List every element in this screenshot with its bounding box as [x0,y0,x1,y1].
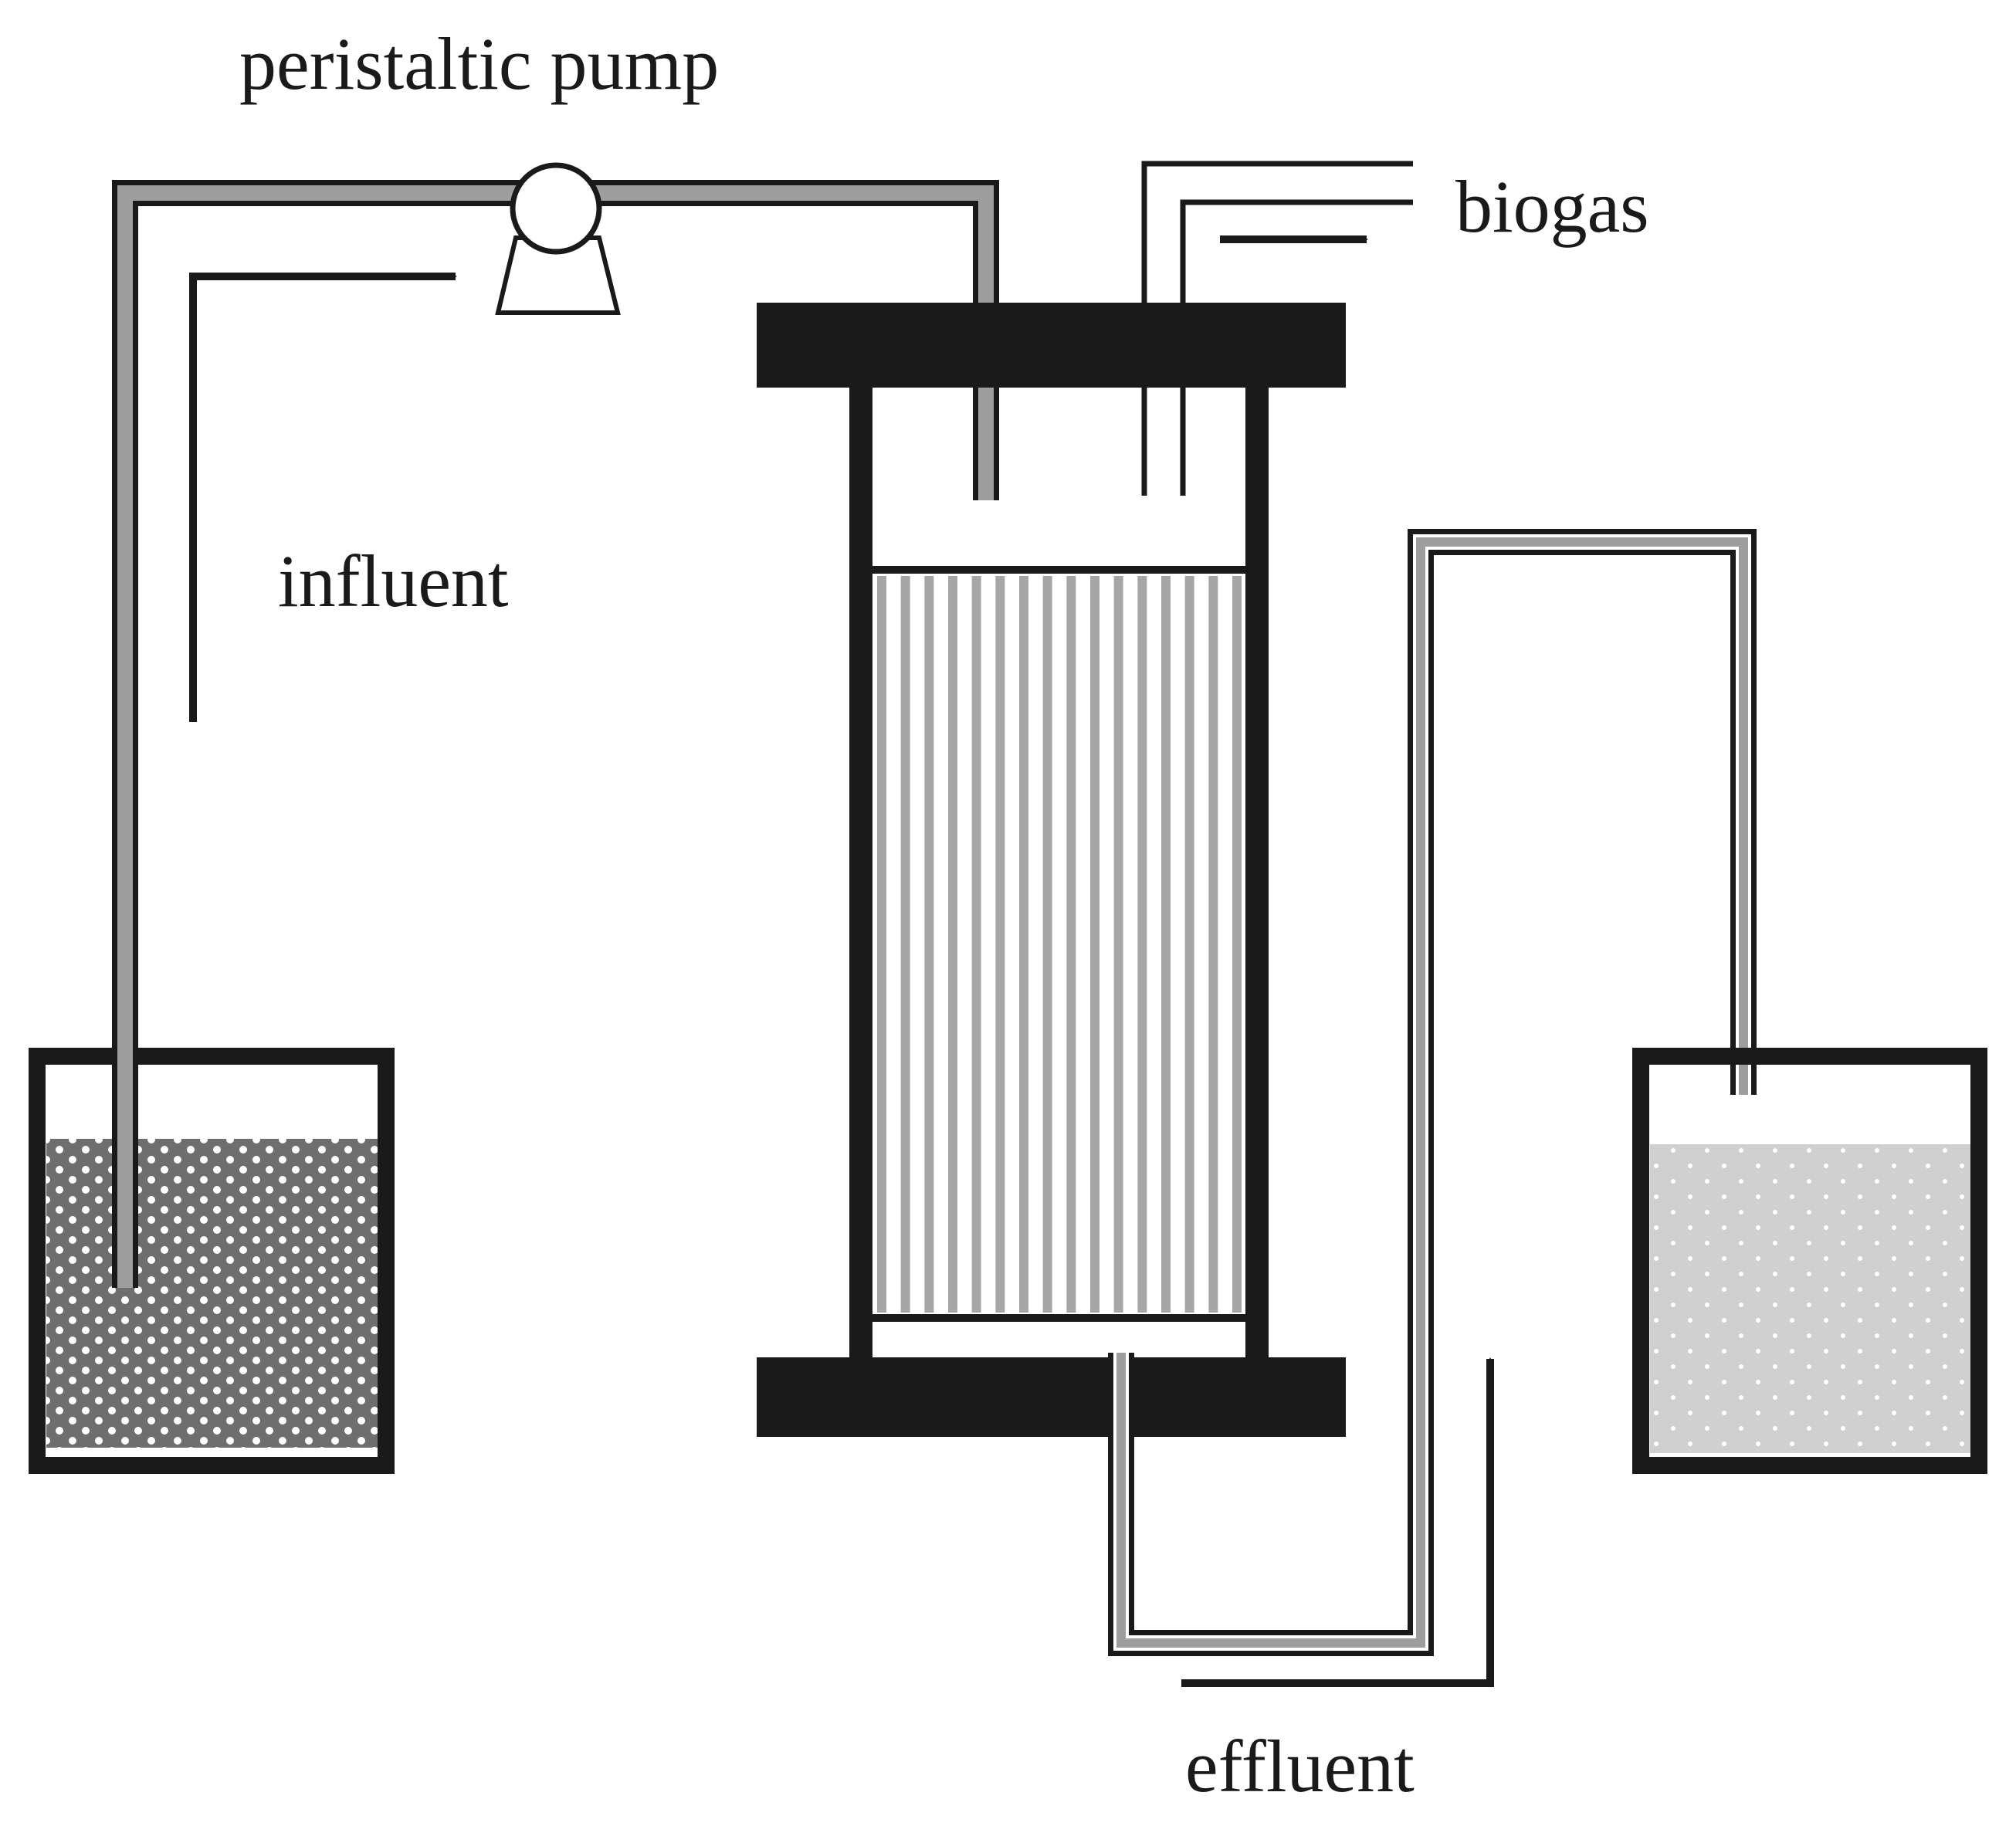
membrane-reactor [757,303,1346,1437]
reactor-bottom-flange [757,1357,1346,1437]
influent-label: influent [278,540,509,622]
effluent-tube [1108,529,1757,1656]
reactor-left-wall [849,378,872,1367]
biogas-outlet-tubes [1141,161,1413,496]
effluent-tank [1632,1048,1987,1474]
effluent-flow-arrow [1181,1357,1494,1687]
influent-liquid [46,1139,378,1448]
biogas-label: biogas [1455,165,1649,248]
reactor-top-flange [757,303,1346,388]
pump-label: peristaltic pump [239,22,719,105]
influent-tank [29,1048,395,1474]
reactor-right-wall [1245,378,1269,1367]
effluent-tank-outline [1632,1048,1987,1474]
influent-flow-arrow [189,273,457,722]
hollow-fiber-membranes [877,576,1242,1313]
effluent-liquid [1650,1144,1970,1453]
effluent-label: effluent [1185,1725,1415,1807]
peristaltic-pump-icon [495,162,621,315]
influent-tank-outline [29,1048,395,1474]
